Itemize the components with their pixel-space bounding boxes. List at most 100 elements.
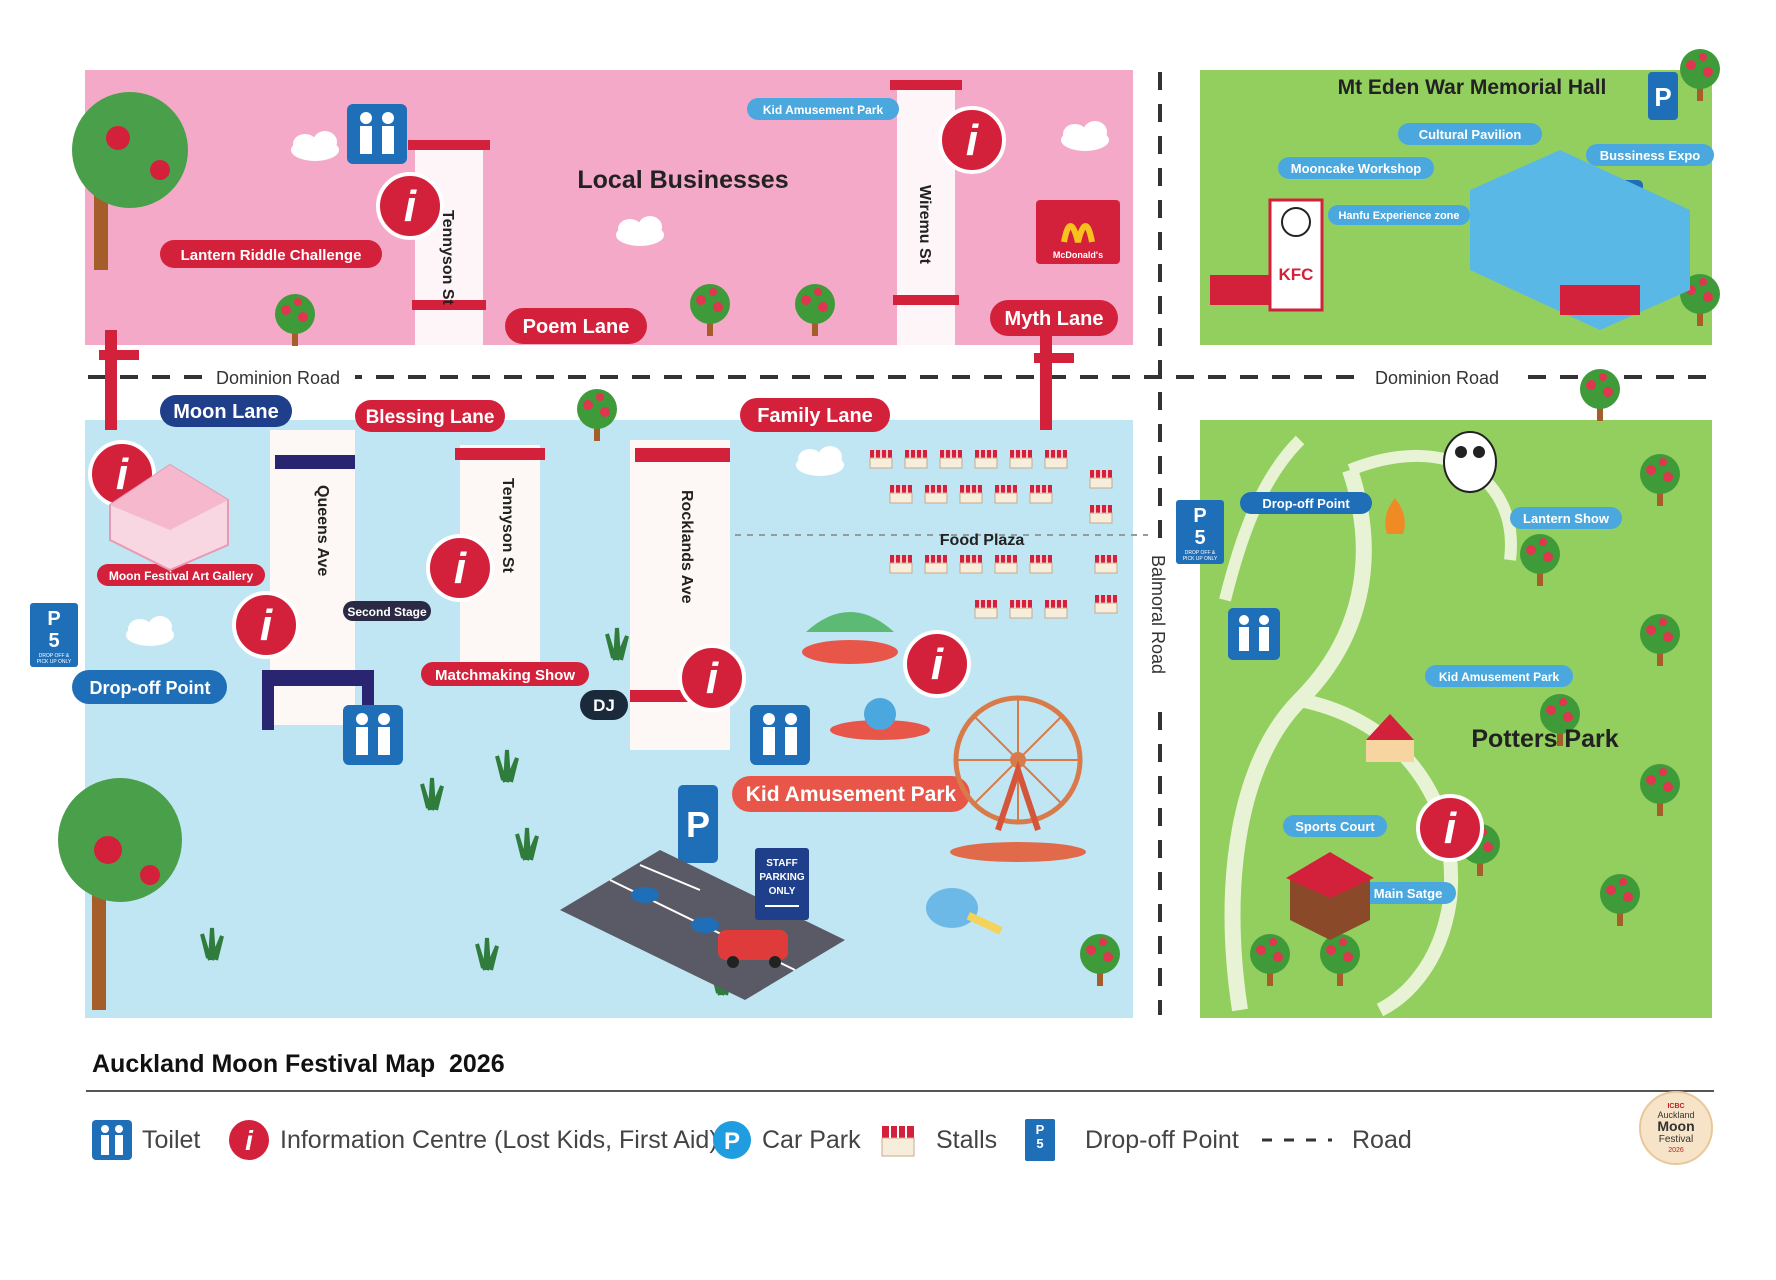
rocklands-ave-label: Rocklands Ave [678, 490, 695, 604]
elephant-slide [926, 888, 1003, 935]
svg-text:2026: 2026 [1668, 1147, 1684, 1154]
legend-info: i Information Centre (Lost Kids, First A… [228, 1118, 718, 1162]
lantern-riddle-label: Lantern Riddle Challenge [160, 240, 382, 268]
svg-text:5: 5 [48, 630, 59, 652]
queens-ave-label: Queens Ave [314, 485, 331, 576]
drop-off-sign-east: P 5 DROP OFF & PICK UP ONLY [1176, 500, 1224, 564]
drop-off-east-label: Drop-off Point [1240, 492, 1372, 514]
moon-gallery-label: Moon Festival Art Gallery [97, 564, 265, 586]
legend-drop-off: P 5 Drop-off Point [1025, 1118, 1239, 1162]
svg-text:Cultural Pavilion: Cultural Pavilion [1419, 127, 1522, 142]
svg-text:i: i [404, 182, 417, 231]
svg-text:PICK UP ONLY: PICK UP ONLY [1183, 556, 1218, 562]
poem-lane-label: Poem Lane [505, 308, 647, 344]
mt-eden-title: Mt Eden War Memorial Hall [1338, 76, 1607, 99]
kid-amusement-east-label: Kid Amusement Park [1425, 665, 1573, 687]
map-title: Auckland Moon Festival Map 2026 [92, 1050, 505, 1078]
svg-text:5: 5 [1194, 527, 1205, 549]
hanfu-label: Hanfu Experience zone [1328, 205, 1470, 225]
corner-tree-nw [72, 92, 188, 270]
toilet-icon [92, 1120, 132, 1160]
info-centre-icon: i [426, 534, 494, 602]
svg-text:ONLY: ONLY [769, 886, 796, 897]
legend-stalls: Stalls [880, 1118, 997, 1162]
teacup-ride [830, 698, 930, 740]
toilet-icon [347, 104, 407, 164]
myth-lane-label: Myth Lane [990, 300, 1118, 336]
svg-text:Moon: Moon [1657, 1118, 1694, 1134]
legend-stalls-label: Stalls [936, 1125, 998, 1154]
svg-text:Poem Lane: Poem Lane [523, 316, 630, 338]
svg-text:i: i [966, 116, 979, 165]
info-centre-icon: i [903, 630, 971, 698]
toilet-icon [750, 705, 810, 765]
svg-text:Blessing Lane: Blessing Lane [366, 407, 495, 428]
info-centre-icon: i [229, 1120, 269, 1160]
svg-text:i: i [1444, 804, 1457, 853]
balmoral-road-label: Balmoral Road [1148, 555, 1168, 674]
svg-text:i: i [931, 640, 944, 689]
drop-off-west-label: Drop-off Point [72, 670, 227, 704]
tennyson-st-south-label: Tennyson St [499, 478, 516, 573]
corner-tree-sw [58, 778, 182, 1010]
mcdonalds-logo: McDonald's [1036, 200, 1120, 264]
bonfire [1385, 498, 1405, 534]
legend-toilet: Toilet [92, 1118, 200, 1162]
kid-amusement-tent [1366, 714, 1414, 762]
family-lane-label: Family Lane [740, 398, 890, 432]
info-centre-icon: i [678, 644, 746, 712]
legend-car-park-label: Car Park [762, 1125, 861, 1154]
svg-text:Kid Amusement Park: Kid Amusement Park [763, 103, 884, 117]
moon-lane-label: Moon Lane [160, 395, 292, 427]
svg-text:Drop-off Point: Drop-off Point [1262, 496, 1350, 511]
car-park-lot [560, 850, 845, 1000]
parking-sign-main: P [678, 785, 718, 863]
svg-text:Lantern Show: Lantern Show [1523, 511, 1610, 526]
svg-text:P: P [47, 608, 60, 630]
svg-text:DJ: DJ [593, 696, 615, 715]
svg-text:i: i [116, 450, 129, 499]
info-centre-icon: i [1416, 794, 1484, 862]
dj-label: DJ [580, 690, 628, 720]
svg-text:Auckland: Auckland [1657, 1110, 1694, 1120]
mooncake-workshop-label: Mooncake Workshop [1278, 157, 1434, 179]
svg-text:Sports Court: Sports Court [1295, 819, 1375, 834]
parking-sign-mt-eden: P [1648, 72, 1678, 120]
svg-text:P: P [686, 804, 710, 845]
queens-ave-strip [262, 430, 374, 730]
second-stage-label: Second Stage [343, 601, 431, 621]
dominion-road-label-east: Dominion Road [1375, 368, 1499, 388]
svg-text:Moon Festival Art Gallery: Moon Festival Art Gallery [109, 569, 254, 583]
stalls-icon [881, 1126, 915, 1157]
svg-text:Lantern Riddle Challenge: Lantern Riddle Challenge [181, 247, 362, 264]
svg-text:i: i [245, 1125, 254, 1156]
matchmaking-label: Matchmaking Show [421, 662, 589, 686]
svg-text:Hanfu Experience zone: Hanfu Experience zone [1338, 210, 1459, 222]
info-centre-icon: i [232, 591, 300, 659]
footer-divider [86, 1090, 1714, 1092]
kfc-building: KFC [1210, 198, 1324, 312]
svg-text:Kid Amusement Park: Kid Amusement Park [1439, 670, 1560, 684]
drop-off-sign-west: P 5 DROP OFF & PICK UP ONLY [30, 603, 78, 667]
road-icon [1262, 1138, 1332, 1142]
legend-toilet-label: Toilet [142, 1125, 201, 1154]
lantern-show-label: Lantern Show [1510, 507, 1622, 529]
svg-text:Moon Lane: Moon Lane [173, 401, 279, 423]
svg-text:P: P [1036, 1122, 1045, 1137]
kid-amusement-north-label: Kid Amusement Park [747, 98, 899, 120]
bussiness-expo-label: Bussiness Expo [1586, 144, 1714, 166]
svg-text:Myth Lane: Myth Lane [1005, 308, 1104, 330]
svg-text:Second Stage: Second Stage [347, 605, 427, 619]
svg-text:Kid Amusement Park: Kid Amusement Park [746, 783, 957, 806]
svg-text:DROP OFF &: DROP OFF & [39, 653, 70, 659]
svg-text:5: 5 [1036, 1136, 1043, 1151]
festival-map: Dominion Road Dominion Road Balmoral Roa… [30, 49, 1720, 1018]
art-gallery-building [109, 463, 229, 572]
legend-drop-off-label: Drop-off Point [1085, 1125, 1239, 1154]
legend-road-label: Road [1352, 1125, 1412, 1154]
legend-car-park: P Car Park [712, 1118, 861, 1162]
local-businesses-title: Local Businesses [577, 166, 788, 194]
svg-text:i: i [454, 544, 467, 593]
svg-text:Mooncake Workshop: Mooncake Workshop [1291, 161, 1422, 176]
wiremu-st-label: Wiremu St [916, 185, 933, 265]
